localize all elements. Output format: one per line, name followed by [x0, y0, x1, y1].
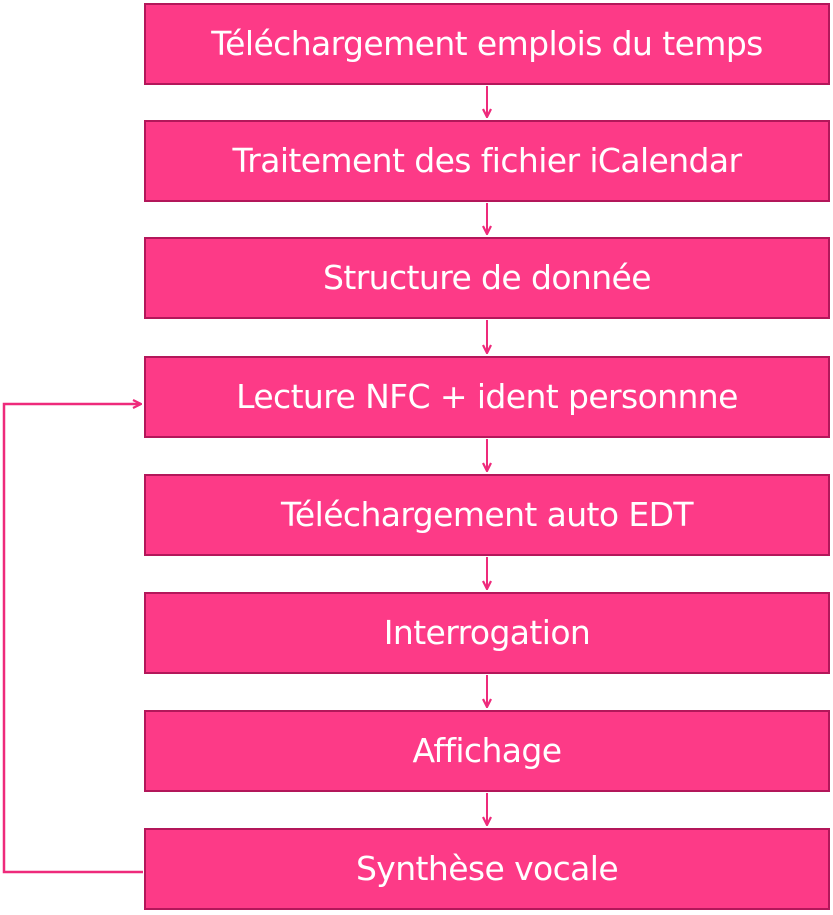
- step-label: Téléchargement emplois du temps: [211, 24, 763, 63]
- loop-back-arrow: [2, 404, 143, 874]
- step-label: Affichage: [412, 731, 563, 770]
- step-label: Synthèse vocale: [355, 849, 619, 888]
- step-label: Traitement des fichier iCalendar: [232, 141, 743, 180]
- step-process-icalendar: Traitement des fichier iCalendar: [144, 120, 830, 202]
- step-nfc-reading: Lecture NFC + ident personnne: [144, 356, 830, 438]
- step-label: Structure de donnée: [323, 258, 652, 297]
- step-label: Interrogation: [383, 613, 591, 652]
- step-label: Lecture NFC + ident personnne: [236, 377, 738, 416]
- step-data-structure: Structure de donnée: [144, 237, 830, 319]
- step-display: Affichage: [144, 710, 830, 792]
- step-auto-download: Téléchargement auto EDT: [144, 474, 830, 556]
- step-speech-synthesis: Synthèse vocale: [144, 828, 830, 910]
- step-download-timetables: Téléchargement emplois du temps: [144, 3, 830, 85]
- step-label: Téléchargement auto EDT: [280, 495, 694, 534]
- step-query: Interrogation: [144, 592, 830, 674]
